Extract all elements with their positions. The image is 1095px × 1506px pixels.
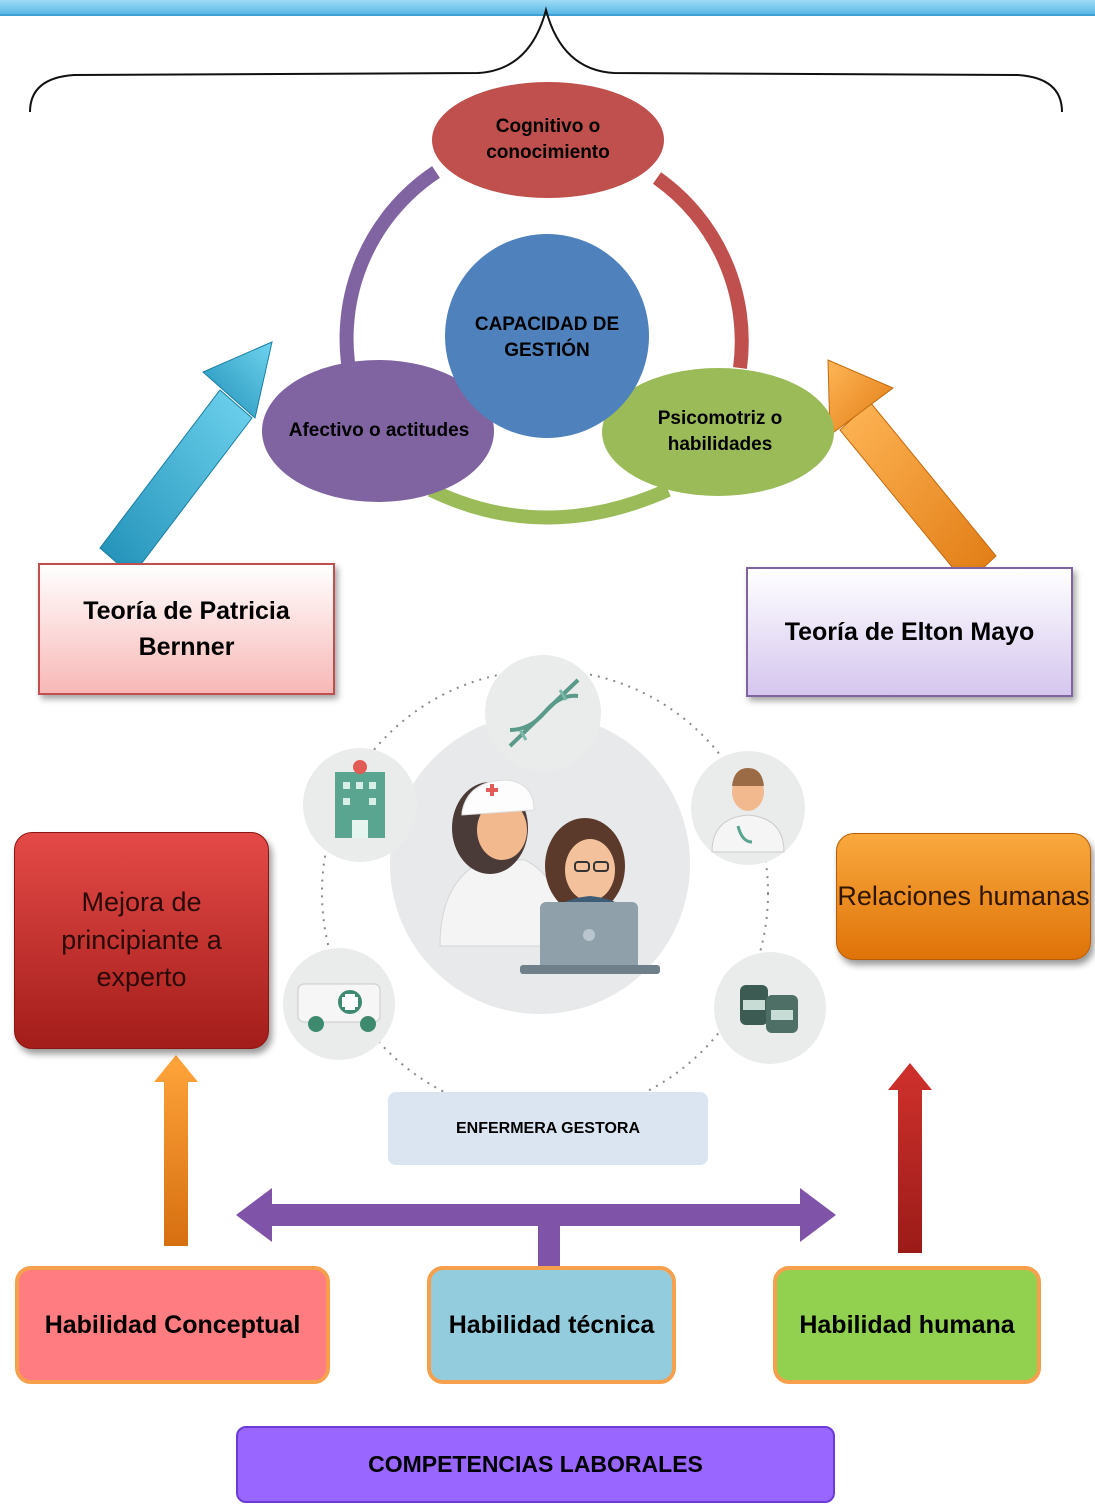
cycle-arc-affective <box>339 166 440 387</box>
arrow-left-diagonal <box>99 341 273 577</box>
nurse-manager-illustration <box>390 714 690 1014</box>
cycle-arc-cognitive <box>652 172 749 369</box>
dna-icon <box>485 655 601 771</box>
arrow-up-left <box>154 1055 198 1246</box>
doctor-icon <box>691 751 805 865</box>
double-arrow-horizontal <box>236 1188 836 1268</box>
cycle-node-psychomotor: Psicomotriz o habilidades <box>657 408 783 455</box>
cycle-node-psychomotor-shape <box>602 368 834 496</box>
skill-technical: Habilidad técnica <box>427 1266 676 1384</box>
cycle-center-label: CAPACIDAD DE GESTIÓN <box>474 314 620 361</box>
hospital-icon <box>303 748 417 862</box>
ambulance-icon <box>283 948 395 1060</box>
outcome-novice-to-expert: Mejora de principiante a experto <box>14 832 269 1049</box>
skill-conceptual: Habilidad Conceptual <box>15 1266 330 1384</box>
cycle-center-shape <box>445 234 649 438</box>
brace <box>29 6 1063 113</box>
labor-competencies-title: COMPETENCIAS LABORALES <box>236 1426 835 1503</box>
theory-patricia-benner: Teoría de Patricia Bernner <box>38 563 335 695</box>
cycle-node-affective-shape <box>262 360 494 502</box>
theory-elton-mayo: Teoría de Elton Mayo <box>746 567 1073 697</box>
medicine-jars-icon <box>714 952 826 1064</box>
outcome-human-relations: Relaciones humanas <box>836 833 1091 960</box>
nurse-manager-label: ENFERMERA GESTORA <box>388 1092 708 1165</box>
cycle-node-affective: Afectivo o actitudes <box>288 420 470 442</box>
cycle-node-cognitive: Cognitivo o conocimiento <box>486 116 610 163</box>
arrow-right-diagonal <box>827 359 997 585</box>
orbit-dotted <box>321 669 769 1117</box>
cycle-node-cognitive-shape <box>432 82 664 198</box>
skill-human: Habilidad humana <box>773 1266 1041 1384</box>
arrow-up-right <box>888 1063 932 1253</box>
cycle-arc-psychomotor <box>427 483 671 525</box>
